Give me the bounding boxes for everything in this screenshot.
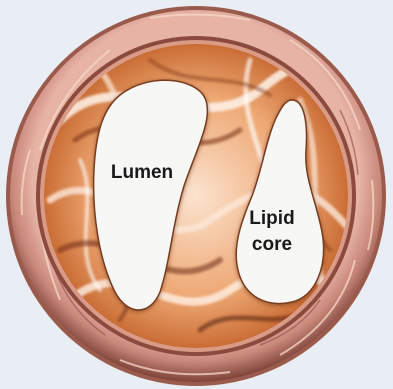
lipid-core-label-line1: Lipid <box>249 208 294 229</box>
lipid-core-label-line2: core <box>252 234 292 255</box>
lumen-label: Lumen <box>111 162 173 183</box>
